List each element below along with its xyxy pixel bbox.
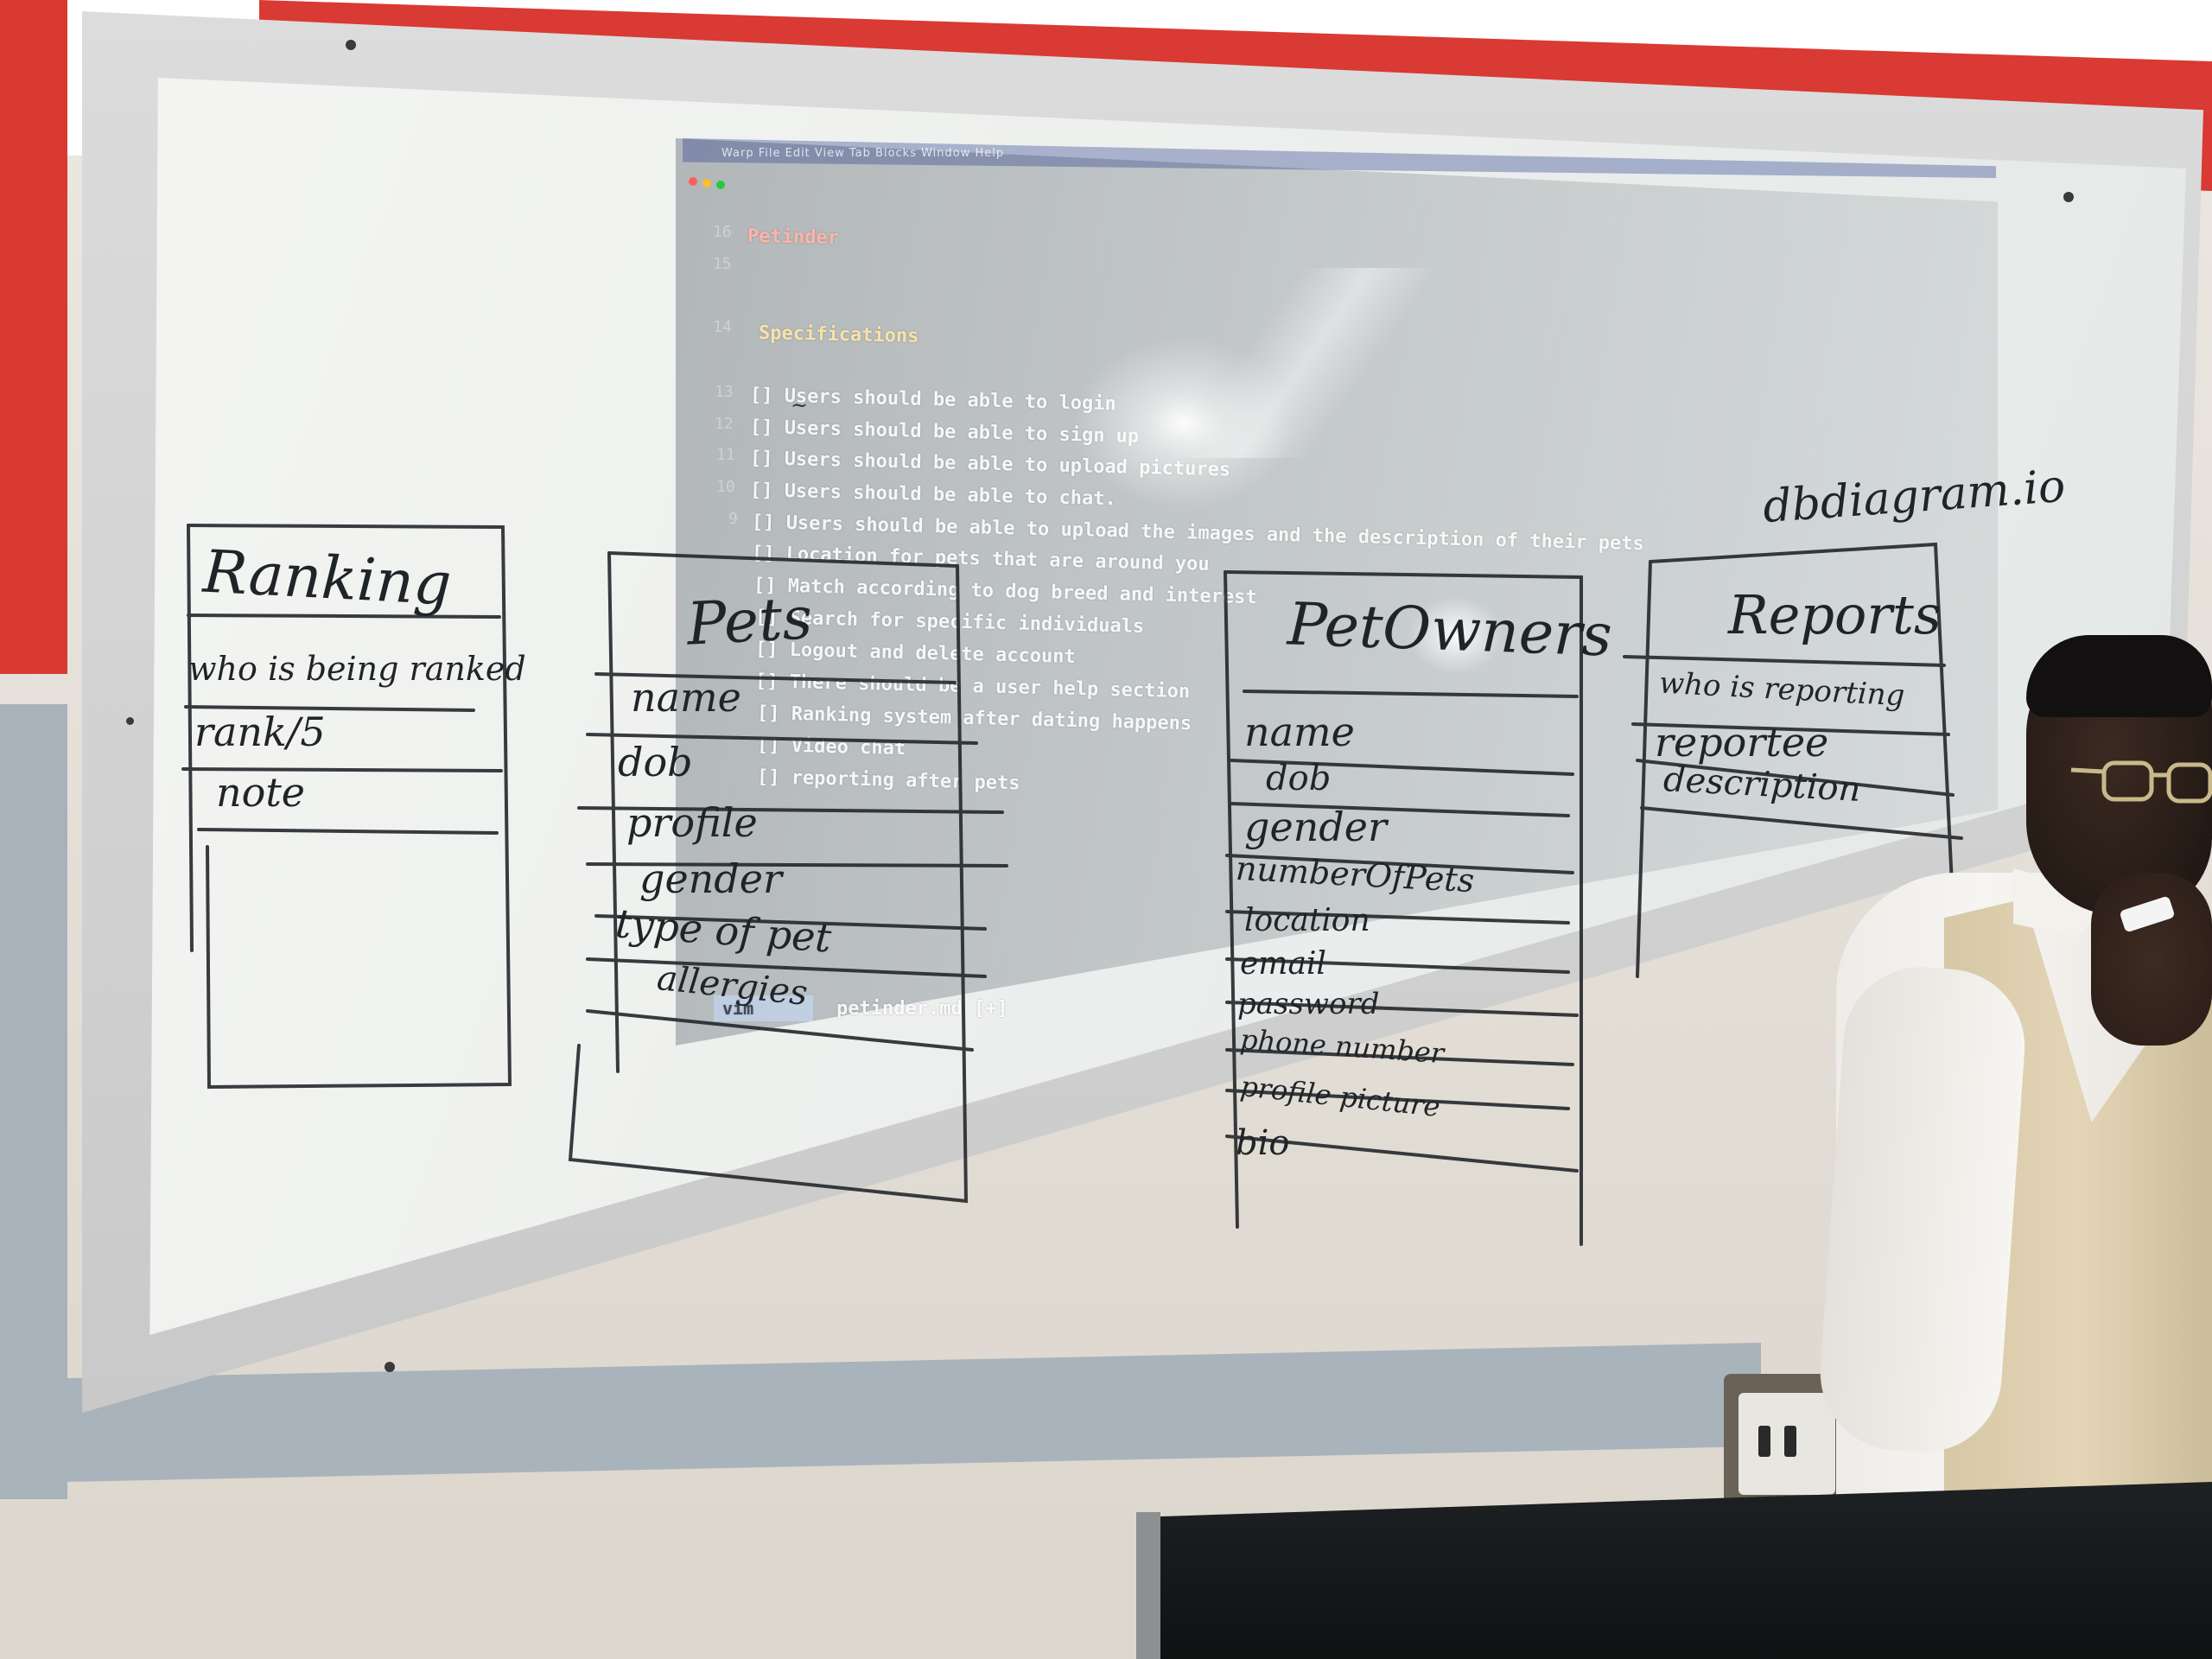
line-number: 16 <box>713 223 732 241</box>
petowners-field: email <box>1240 946 1326 982</box>
petowners-field: location <box>1244 903 1370 938</box>
pets-row-line <box>594 914 987 931</box>
petowners-row-line <box>1225 854 1574 874</box>
petowners-field: bio <box>1236 1123 1290 1163</box>
reports-table-outline <box>1636 560 1652 978</box>
petowners-table-outline <box>1224 570 1239 1229</box>
petowners-row-line <box>1230 759 1574 776</box>
petowners-row-line <box>1243 690 1579 698</box>
red-wall-stripe-left <box>0 0 67 674</box>
marker-scribble: ~ <box>791 393 809 417</box>
socket-icon <box>1758 1426 1770 1457</box>
line-number: 15 <box>713 255 732 273</box>
pets-field: gender <box>639 855 782 902</box>
pets-row-line <box>577 806 1004 814</box>
petowners-row-line <box>1225 1135 1579 1173</box>
screw-icon <box>385 1362 395 1372</box>
ranking-field: note <box>216 769 306 816</box>
vim-mode-label: vim <box>722 998 754 1019</box>
line-number: 12 <box>715 415 734 433</box>
monitor-bezel-edge <box>1136 1512 1160 1659</box>
ranking-table-outline <box>187 524 512 1090</box>
petowners-field: dob <box>1266 759 1332 798</box>
ranking-table-title: Ranking <box>201 537 454 620</box>
minimize-dot-icon <box>702 179 711 188</box>
petowners-row-line <box>1225 1089 1570 1110</box>
socket-icon <box>1784 1426 1796 1457</box>
line-number: 11 <box>716 446 735 464</box>
line-number: 13 <box>715 383 734 401</box>
vim-mode-indicator <box>714 995 813 1021</box>
pets-row-line <box>594 672 957 684</box>
ranking-field: rank/5 <box>194 709 326 755</box>
ranking-row-line <box>184 705 475 712</box>
pets-row-line <box>586 733 978 745</box>
reports-field: reportee <box>1655 719 1829 766</box>
pets-table-title: Pets <box>685 584 815 659</box>
screw-icon <box>2063 192 2074 202</box>
reports-row-line <box>1640 806 1963 840</box>
petowners-field: name <box>1244 709 1355 755</box>
close-dot-icon <box>689 177 697 186</box>
petowners-field: password <box>1237 987 1380 1021</box>
status-filename: petinder.md [+] <box>836 998 1008 1020</box>
ranking-row-line <box>181 767 503 772</box>
line-number: 9 <box>728 510 738 528</box>
ranking-row-line <box>197 828 499 835</box>
screw-icon <box>126 717 134 725</box>
petowners-field: gender <box>1244 804 1387 850</box>
reports-row-line <box>1636 759 1955 797</box>
petowners-row-line <box>1225 1001 1579 1017</box>
presenter-arm <box>1815 962 2031 1458</box>
pets-table-outline <box>607 551 620 1073</box>
petowners-table-outline <box>1224 570 1583 1246</box>
projector-glare-small <box>1408 596 1503 674</box>
presenter-hair <box>2026 635 2212 717</box>
pets-field: name <box>631 674 741 721</box>
pets-row-line <box>586 862 1008 868</box>
reports-row-line <box>1631 722 1950 736</box>
pets-field: profile <box>626 799 758 846</box>
pets-table-outline <box>568 551 969 1204</box>
projected-menu-text: Warp File Edit View Tab Blocks Window He… <box>721 147 1005 160</box>
pets-row-line <box>586 957 987 978</box>
projector-glare <box>1071 337 1296 510</box>
petowners-row-line <box>1225 1048 1574 1066</box>
ranking-field: who is being ranked <box>188 650 526 688</box>
petowners-table-title: PetOwners <box>1286 590 1613 671</box>
ranking-table-outline <box>187 524 194 952</box>
presenter-hand <box>2091 873 2212 1046</box>
pets-row-line <box>586 1009 974 1052</box>
petowners-row-line <box>1225 957 1570 974</box>
petowners-row-line <box>1230 802 1570 817</box>
grey-wall-stripe-left <box>0 704 67 1499</box>
pets-field: dob <box>618 739 693 785</box>
ranking-row-line <box>187 613 501 619</box>
zoom-dot-icon <box>716 181 725 189</box>
petowners-row-line <box>1225 910 1570 925</box>
line-number: 10 <box>716 478 735 496</box>
reports-row-line <box>1623 655 1946 667</box>
screw-icon <box>346 40 356 50</box>
line-number: 14 <box>713 318 732 336</box>
reports-table-title: Reports <box>1728 583 1942 646</box>
glasses-icon <box>2070 760 2212 804</box>
